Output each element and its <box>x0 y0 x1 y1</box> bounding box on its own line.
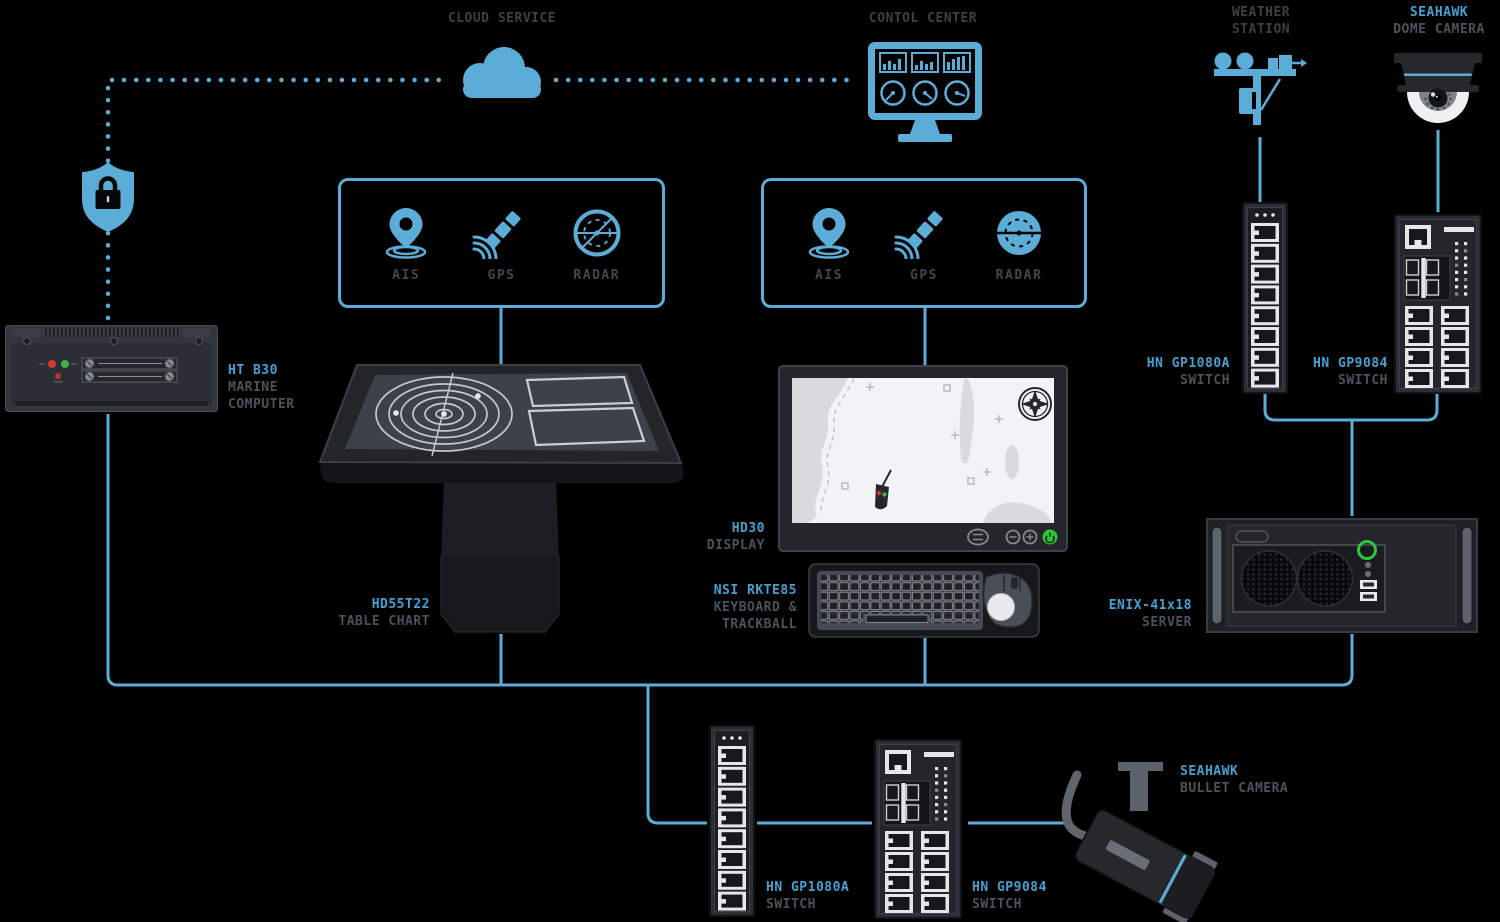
server-device <box>1206 518 1478 633</box>
cooling-fans <box>1240 550 1354 607</box>
usb-ports <box>1360 580 1377 601</box>
boat-marker <box>875 469 892 510</box>
switch-bottom-left-device <box>709 725 755 917</box>
bullet-camera-device <box>1061 762 1218 922</box>
radar-label: RADAR <box>573 268 621 283</box>
ais-pin-icon <box>386 208 427 259</box>
radar-label: RADAR <box>995 268 1043 283</box>
lock-icon <box>95 176 121 209</box>
switch-top-right-device <box>1394 214 1482 394</box>
weather-station-label: WEATHER STATION <box>1231 5 1291 37</box>
weather-station-icon <box>1214 52 1307 125</box>
switch-top-left-label: HN GP1080A SWITCH <box>1146 356 1230 388</box>
ais-label: AIS <box>392 268 421 283</box>
display-label: HD30 DISPLAY <box>706 521 765 553</box>
ais-label: AIS <box>815 268 843 283</box>
trackball-ball <box>987 593 1015 621</box>
chassis-screws <box>23 337 203 345</box>
marine-computer-label: HT B30 MARINE COMPUTER <box>228 363 295 412</box>
rack-handle-left <box>1211 526 1223 625</box>
gps-label: GPS <box>910 268 938 283</box>
bullet-camera-label: SEAHAWK BULLET CAMERA <box>1180 764 1289 796</box>
trackball-mouse <box>982 572 1033 628</box>
spacebar-key <box>865 614 929 623</box>
gps-label: GPS <box>487 268 516 283</box>
table-chart-panels <box>525 375 646 447</box>
cloud-service-label: CLOUD SERVICE <box>447 11 557 26</box>
drive-bays <box>81 357 178 383</box>
sensor-gps: GPS <box>472 207 532 283</box>
sensor-box-left: AIS GPS RADAR <box>338 178 665 308</box>
sensor-radar: RADAR <box>567 207 627 283</box>
switch-bottom-right-label: HN GP9084 SWITCH <box>972 880 1047 912</box>
status-leds <box>39 360 77 383</box>
keyboard-label: NSI RKTE85 KEYBOARD & TRACKBALL <box>713 583 797 632</box>
control-center-label: CONTOL CENTER <box>868 11 978 26</box>
sensor-ais: AIS <box>799 207 859 283</box>
keyboard-device <box>808 563 1040 638</box>
rack-handle-right <box>1461 526 1473 625</box>
marine-computer-device <box>5 325 218 412</box>
sensor-box-right: AIS GPS RADAR <box>761 178 1087 308</box>
mini-bar-chart-icons <box>879 52 971 73</box>
sensor-gps: GPS <box>894 207 954 283</box>
switch-bottom-left-label: HN GP1080A SWITCH <box>766 880 850 912</box>
control-center-monitor-icon <box>868 42 982 142</box>
sensor-radar: RADAR <box>989 207 1049 283</box>
display-bezel-buttons <box>967 528 1038 546</box>
dome-camera-label: SEAHAWK DOME CAMERA <box>1393 5 1485 37</box>
radar-icon <box>573 209 621 257</box>
server-label: ENIX-41x18 SERVER <box>1108 598 1192 630</box>
gps-satellite-icon <box>472 211 521 259</box>
security-shield-icon <box>82 162 134 232</box>
table-chart-label: HD55T22 TABLE CHART <box>338 597 430 629</box>
table-chart-device <box>318 364 684 633</box>
gps-satellite-icon <box>894 211 943 259</box>
gauge-icons <box>880 80 970 106</box>
display-device <box>778 365 1068 552</box>
ais-pin-icon <box>808 208 850 259</box>
table-radar-screen <box>375 372 513 457</box>
dome-camera-icon <box>1394 53 1482 123</box>
compass-rose-icon <box>1018 387 1052 421</box>
radar-filled-icon <box>997 211 1041 255</box>
switch-bottom-right-device <box>874 739 962 919</box>
switch-top-right-label: HN GP9084 SWITCH <box>1313 356 1388 388</box>
cloud-icon <box>463 47 541 98</box>
sensor-ais: AIS <box>376 207 436 283</box>
server-power-led <box>1357 540 1377 560</box>
chart-map-screen <box>792 377 1054 523</box>
power-button <box>1042 529 1058 545</box>
